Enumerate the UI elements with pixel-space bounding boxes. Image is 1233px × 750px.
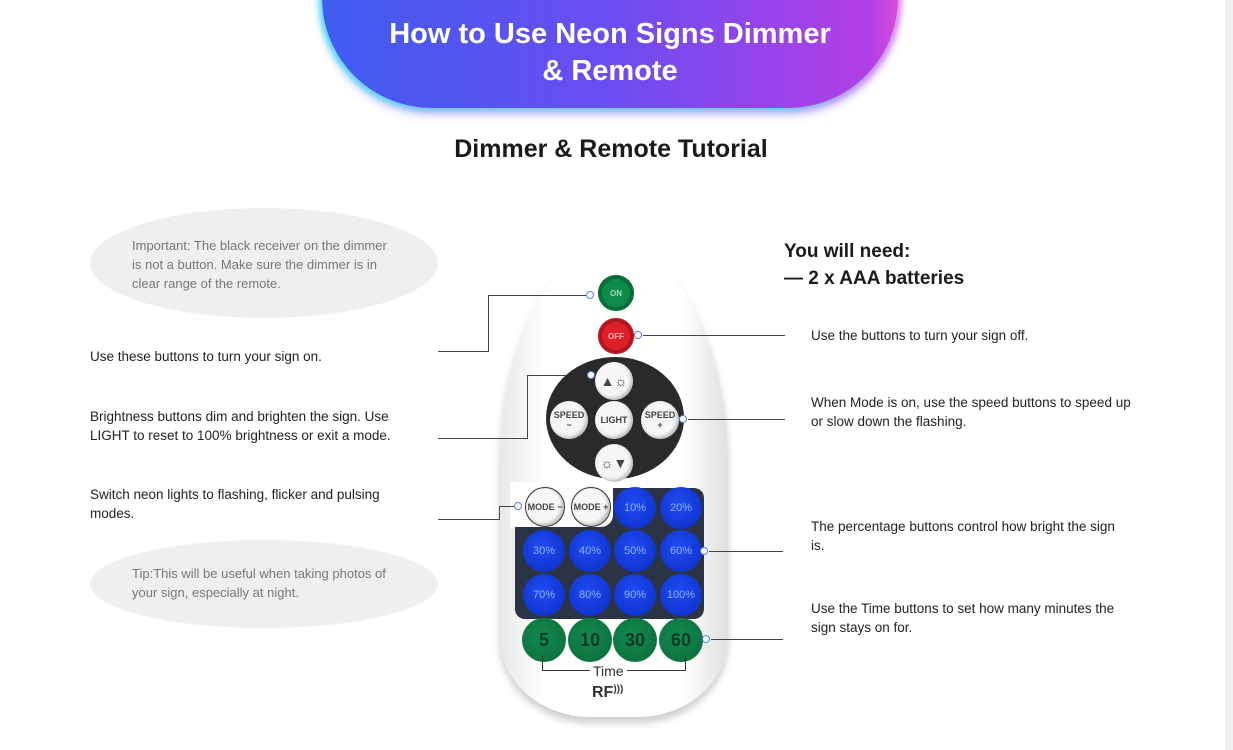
signal-icon: ))) (613, 684, 624, 695)
brightness-down-button[interactable]: ☼▼ (595, 444, 633, 482)
percent-button[interactable]: 80% (569, 574, 611, 616)
percent-button[interactable]: 30% (523, 530, 565, 572)
important-note-bubble (90, 208, 438, 318)
connector-time (711, 639, 783, 640)
tip-note-bubble (90, 540, 438, 628)
time-label: Time (590, 663, 627, 679)
important-note: Important: The black receiver on the dim… (132, 238, 387, 291)
connector-dot (586, 291, 594, 299)
connector-on (438, 351, 488, 352)
you-will-need: You will need: — 2 x AAA batteries (784, 238, 964, 292)
label-on: Use these buttons to turn your sign on. (90, 349, 322, 364)
time-button[interactable]: 30 (613, 618, 657, 662)
percent-button[interactable]: 10% (614, 487, 656, 529)
percent-button[interactable]: 40% (569, 530, 611, 572)
label-percent: The percentage buttons control how brigh… (811, 519, 1115, 553)
rf-logo: RF))) (592, 684, 623, 702)
label-brightness: Brightness buttons dim and brighten the … (90, 409, 391, 443)
connector-mode (499, 506, 500, 520)
label-time: Use the Time buttons to set how many min… (811, 601, 1115, 635)
label-off: Use the buttons to turn your sign off. (811, 328, 1029, 343)
connector-brightness (438, 438, 527, 439)
percent-button[interactable]: 90% (614, 574, 656, 616)
off-button[interactable]: OFF (598, 318, 634, 354)
percent-button[interactable]: 100% (660, 574, 702, 616)
connector-percent (709, 551, 783, 552)
connector-dot (700, 547, 708, 555)
connector-brightness (527, 375, 528, 439)
connector-mode (499, 506, 515, 507)
label-speed: When Mode is on, use the speed buttons t… (811, 395, 1131, 429)
connector-brightness (527, 375, 567, 376)
time-button[interactable]: 10 (568, 618, 612, 662)
connector-dot (679, 415, 687, 423)
need-heading: You will need: (784, 241, 911, 262)
page-title: How to Use Neon Signs Dimmer & Remote (322, 16, 898, 90)
on-button[interactable]: ON (598, 275, 634, 311)
time-button[interactable]: 60 (659, 618, 703, 662)
connector-dot (587, 371, 595, 379)
need-item: — 2 x AAA batteries (784, 268, 965, 289)
brightness-up-button[interactable]: ▲☼ (595, 362, 633, 400)
light-button[interactable]: LIGHT (595, 401, 633, 439)
connector-dot (702, 635, 710, 643)
title-line-2: & Remote (542, 55, 678, 87)
percent-button[interactable]: 60% (660, 530, 702, 572)
power-icon: ON (610, 288, 622, 298)
sun-down-icon: ☼▼ (600, 455, 628, 471)
rf-text: RF (592, 684, 614, 701)
power-icon: OFF (608, 331, 624, 341)
connector-on (488, 295, 588, 296)
connector-on (488, 295, 489, 352)
percent-button[interactable]: 20% (660, 487, 702, 529)
time-button[interactable]: 5 (522, 618, 566, 662)
title-line-1: How to Use Neon Signs Dimmer (389, 18, 831, 50)
subtitle: Dimmer & Remote Tutorial (454, 135, 768, 163)
percent-button[interactable]: 70% (523, 574, 565, 616)
speed-plus-button[interactable]: SPEED + (641, 401, 679, 439)
mode-plus-button[interactable]: MODE + (571, 487, 611, 527)
connector-off (643, 335, 785, 336)
speed-minus-button[interactable]: SPEED − (550, 401, 588, 439)
scrollbar[interactable] (1225, 0, 1233, 750)
percent-button[interactable]: 50% (614, 530, 656, 572)
label-mode: Switch neon lights to flashing, flicker … (90, 487, 380, 521)
tip-note: Tip:This will be useful when taking phot… (132, 566, 386, 600)
mode-minus-button[interactable]: MODE − (525, 487, 565, 527)
sun-up-icon: ▲☼ (600, 373, 628, 389)
connector-dot (634, 331, 642, 339)
title-banner (322, 0, 898, 108)
connector-mode (438, 519, 499, 520)
connector-dot (514, 502, 522, 510)
connector-speed (688, 419, 785, 420)
